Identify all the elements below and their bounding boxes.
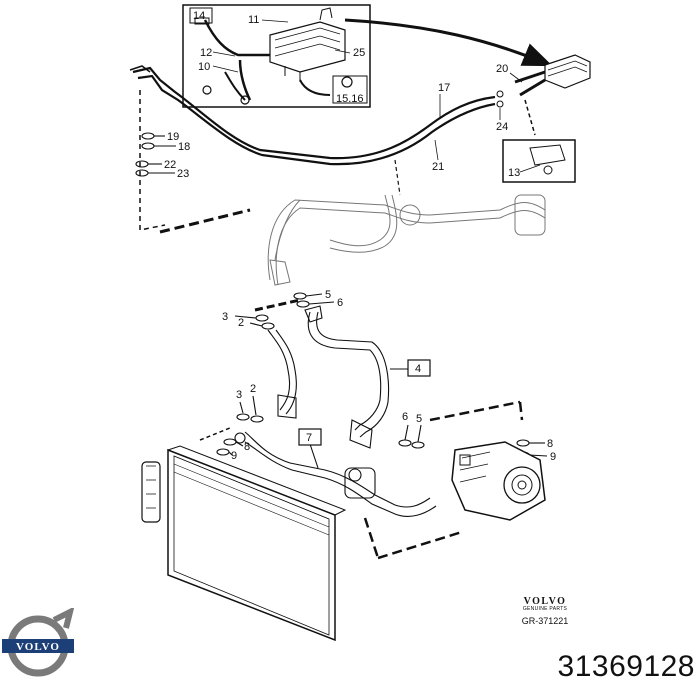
hose-line-2 [267, 329, 297, 419]
callout-9-left: 9 [231, 450, 237, 462]
callout-14: 14 [193, 10, 205, 22]
o-ring-group-mid [234, 292, 335, 330]
callout-box-4 [407, 359, 431, 377]
brand-sub-tagline: GENUINE PARTS [522, 606, 568, 612]
o-ring-group-compressor [398, 424, 425, 449]
callout-23: 23 [177, 168, 189, 180]
callout-5-lower: 5 [416, 413, 422, 425]
upper-refrigerant-pipe [129, 65, 496, 234]
hose-line-7 [244, 431, 437, 517]
callout-22: 22 [164, 159, 176, 171]
brand-sub-mark: VOLVO GENUINE PARTS GR-371221 [500, 596, 590, 626]
callout-18: 18 [178, 141, 190, 153]
expansion-valve-assembly [496, 54, 591, 108]
compressor [451, 441, 546, 521]
callout-3-upper: 3 [222, 311, 228, 323]
part-number: 31369128 [557, 650, 695, 683]
o-ring-group-lower-left [236, 395, 264, 423]
callout-2-upper: 2 [238, 317, 244, 329]
condenser [141, 427, 347, 642]
brand-logo-wordmark: VOLVO [16, 641, 60, 653]
callout-box-7 [298, 428, 322, 446]
brand-logo: VOLVO [2, 608, 74, 677]
callout-4: 4 [415, 363, 421, 375]
callout-10: 10 [198, 61, 210, 73]
callout-19: 19 [167, 131, 179, 143]
detail-arrow [344, 18, 553, 67]
o-ring-group-left [135, 132, 176, 177]
callout-25: 25 [353, 47, 365, 59]
dashed-leaders [363, 400, 524, 560]
o-ring-group-condenser [216, 432, 246, 456]
detail-box-expansion-valve [182, 4, 371, 108]
callout-21: 21 [432, 161, 444, 173]
callout-17: 17 [438, 82, 450, 94]
hose-line-4 [304, 305, 408, 449]
callout-20: 20 [496, 63, 508, 75]
callout-7: 7 [306, 432, 312, 444]
mid-pipe-outline [267, 194, 546, 286]
callout-5-upper: 5 [325, 289, 331, 301]
brand-sub-wordmark: VOLVO [523, 596, 567, 607]
callout-24: 24 [496, 121, 508, 133]
callout-13: 13 [508, 167, 520, 179]
callout-3-lower: 3 [236, 389, 242, 401]
callout-15-16: 15.16 [336, 93, 364, 105]
callout-2-lower: 2 [250, 383, 256, 395]
callout-6-lower: 6 [402, 411, 408, 423]
detail-box-pressure-sensor [502, 99, 576, 183]
callout-9-right: 9 [550, 451, 556, 463]
callout-8-right: 8 [547, 438, 553, 450]
callout-8-left: 8 [244, 441, 250, 453]
callout-11: 11 [248, 14, 259, 26]
callout-12: 12 [200, 47, 212, 59]
callout-6-upper: 6 [337, 297, 343, 309]
drawing-reference: GR-371221 [521, 616, 569, 626]
